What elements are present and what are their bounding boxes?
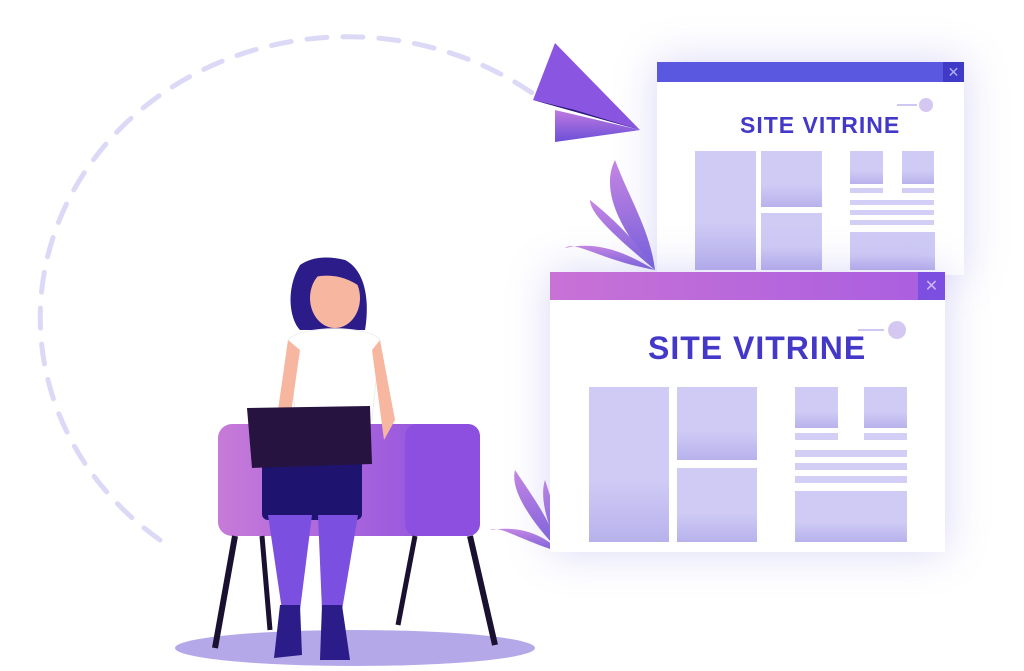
window-title-bar (550, 272, 945, 300)
close-icon[interactable]: ✕ (918, 272, 945, 300)
content-block (864, 387, 907, 428)
text-line (864, 433, 907, 440)
content-block (761, 213, 822, 270)
content-block (902, 151, 934, 184)
content-block (850, 232, 935, 270)
site-window-top: ✕ SITE VITRINE (657, 62, 964, 275)
text-line (795, 450, 907, 457)
close-icon[interactable]: ✕ (943, 62, 964, 82)
content-block (761, 151, 822, 207)
text-line (795, 476, 907, 483)
text-line (795, 463, 907, 470)
decor-line (897, 104, 917, 106)
paper-plane-icon (533, 43, 640, 142)
decor-dot (888, 321, 906, 339)
text-line (850, 210, 934, 215)
content-block (677, 387, 757, 460)
floor-shadow (175, 630, 535, 666)
window-title: SITE VITRINE (740, 112, 901, 138)
content-block (589, 387, 669, 542)
content-block (795, 387, 838, 428)
text-line (850, 200, 934, 205)
content-block (695, 151, 756, 270)
decor-line (858, 329, 884, 331)
person (247, 257, 395, 660)
decor-dot (919, 98, 933, 112)
laptop (247, 406, 372, 468)
content-block (795, 491, 907, 542)
plant-top (565, 160, 655, 270)
content-block (677, 468, 757, 542)
window-title: SITE VITRINE (648, 330, 867, 366)
window-title-bar (657, 62, 964, 82)
text-line (795, 433, 838, 440)
site-window-bottom: ✕ SITE VITRINE (550, 272, 945, 552)
text-line (850, 220, 934, 225)
dashed-path (37, 34, 538, 543)
content-block (850, 151, 883, 184)
text-line (850, 188, 883, 193)
text-line (902, 188, 934, 193)
